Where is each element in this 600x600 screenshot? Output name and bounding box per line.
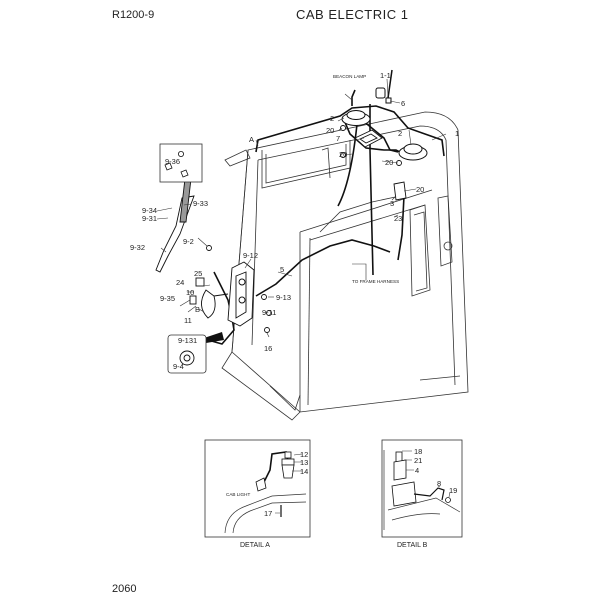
callout-5: 5 [280, 265, 284, 274]
callout-20-a: 20 [326, 126, 334, 135]
callout-7: 7 [336, 134, 340, 143]
front-arrow [204, 332, 224, 343]
callout-9-131: 9-131 [178, 336, 197, 345]
callout-9-36: 9-36 [165, 157, 180, 166]
detail-b-callout-19: 19 [449, 486, 457, 495]
callout-9-32: 9-32 [130, 243, 145, 252]
to-frame-harness-note: TO FRAME HARNESS [352, 279, 399, 284]
detail-b-callout-4: 4 [415, 466, 419, 475]
callout-9-34: 9-34 [142, 206, 157, 215]
callout-10: 10 [186, 288, 194, 297]
callout-6: 6 [401, 99, 405, 108]
callout-11: 11 [184, 316, 192, 325]
beacon-lamps [341, 69, 428, 161]
switch-panel-7 [354, 129, 383, 148]
detail-a-callout-12: 12 [300, 450, 308, 459]
cab-light-note: CAB LIGHT [226, 492, 250, 497]
callout-20-d: 20 [416, 185, 424, 194]
wiper-motor-assembly [189, 261, 255, 327]
page-title: CAB ELECTRIC 1 [296, 7, 409, 22]
detail-a-box [204, 439, 311, 538]
part-9-36-box [159, 143, 203, 183]
callout-25: 25 [194, 269, 202, 278]
callout-9-4: 9-4 [173, 362, 184, 371]
callout-9-2: 9-2 [183, 237, 194, 246]
small-parts [206, 125, 407, 333]
page-number: 2060 [112, 583, 137, 595]
callout-9-11: 9-11 [262, 308, 276, 317]
callout-1-1: 1-1 [380, 71, 391, 80]
beacon-lamp-note: BEACON LAMP [333, 74, 366, 79]
callout-b: B [195, 305, 200, 314]
callout-20-b: 20 [339, 150, 347, 159]
callout-3: 3 [390, 199, 394, 208]
callout-20-c: 20 [385, 158, 393, 167]
cab-frame [221, 111, 469, 421]
detail-a-callout-17: 17 [264, 509, 272, 518]
detail-a-callout-13: 13 [300, 458, 308, 467]
detail-a-caption: DETAIL A [240, 542, 270, 549]
callout-9-33: 9-33 [193, 199, 208, 208]
callout-1: 1 [455, 129, 459, 138]
wiper-arm [155, 169, 195, 273]
leader-lines [156, 78, 447, 338]
detail-a-callout-14: 14 [300, 467, 308, 476]
part-9-131-box [167, 334, 207, 374]
detail-b-callout-21: 21 [414, 456, 422, 465]
callout-23: 23 [394, 214, 402, 223]
callout-16: 16 [264, 344, 272, 353]
callout-9-12: 9-12 [243, 251, 258, 260]
callout-2-left: 2 [330, 114, 334, 123]
detail-b-callout-18: 18 [414, 447, 422, 456]
callout-9-13: 9-13 [276, 293, 291, 302]
detail-b-callout-8: 8 [437, 479, 441, 488]
callout-9-35: 9-35 [160, 294, 175, 303]
callout-a: A [249, 135, 254, 144]
callout-2-right: 2 [398, 129, 402, 138]
callout-24: 24 [176, 278, 184, 287]
model-code: R1200-9 [112, 9, 155, 21]
detail-b-box [381, 439, 463, 538]
callout-9-31: 9-31 [142, 214, 157, 223]
detail-b-caption: DETAIL B [397, 542, 428, 549]
